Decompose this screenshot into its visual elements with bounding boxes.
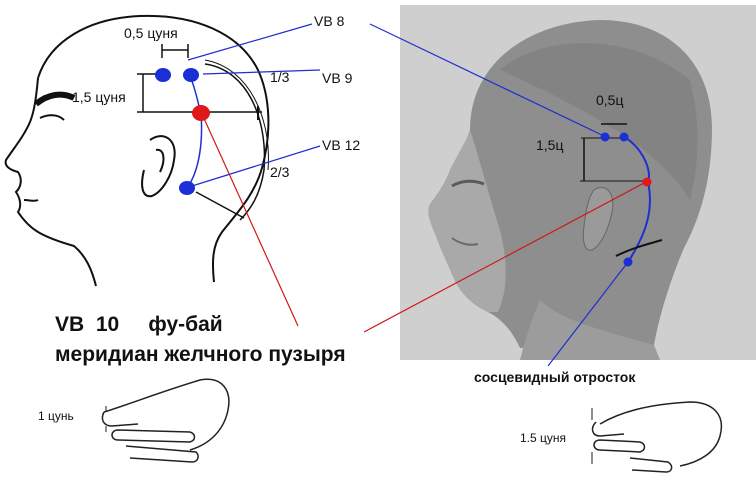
vb10-leader-left bbox=[201, 113, 299, 327]
label-vb8: VB 8 bbox=[314, 13, 345, 29]
point-vb9-right bbox=[619, 132, 629, 142]
point-vb10-left bbox=[192, 105, 210, 121]
label-mastoid: сосцевидный отросток bbox=[474, 369, 636, 385]
point-vb9-left bbox=[183, 68, 199, 82]
label-half-cun-left: 0,5 цуня bbox=[124, 25, 178, 41]
left-meridian-path bbox=[137, 44, 269, 221]
hand-one-half-cun-drawing bbox=[591, 401, 723, 473]
label-vb12: VB 12 bbox=[322, 137, 360, 153]
label-one-half-cun-right: 1,5ц bbox=[536, 137, 563, 153]
label-one-third: 1/3 bbox=[270, 69, 290, 85]
title-line-1: VB 10 фу-бай bbox=[55, 313, 223, 336]
point-vb10-right bbox=[642, 177, 652, 187]
vb12-leader bbox=[191, 145, 321, 187]
head-outline-drawing bbox=[4, 14, 270, 287]
leader-lines bbox=[187, 23, 647, 367]
label-two-thirds: 2/3 bbox=[270, 164, 290, 180]
vb8-photo-leader bbox=[369, 23, 605, 137]
vb10-leader-right bbox=[363, 181, 647, 333]
label-half-cun-right: 0,5ц bbox=[596, 92, 623, 108]
vb8-leader bbox=[187, 23, 313, 61]
head-photo bbox=[400, 5, 756, 360]
label-one-half-cun-left: 1,5 цуня bbox=[72, 89, 126, 105]
label-one-cun: 1 цунь bbox=[38, 409, 74, 423]
point-vb12-left bbox=[179, 181, 195, 195]
point-vb12-right bbox=[623, 257, 633, 267]
point-vb8-left bbox=[155, 68, 171, 82]
label-vb9: VB 9 bbox=[322, 70, 353, 86]
mastoid-leader bbox=[547, 261, 629, 367]
point-vb8-right bbox=[600, 132, 610, 142]
title-line-2: меридиан желчного пузыря bbox=[55, 343, 346, 366]
vb9-leader bbox=[202, 69, 321, 75]
label-one-half-cun-hand: 1.5 цуня bbox=[520, 431, 566, 445]
acupoints bbox=[155, 68, 652, 267]
hand-one-cun-drawing bbox=[101, 378, 230, 463]
